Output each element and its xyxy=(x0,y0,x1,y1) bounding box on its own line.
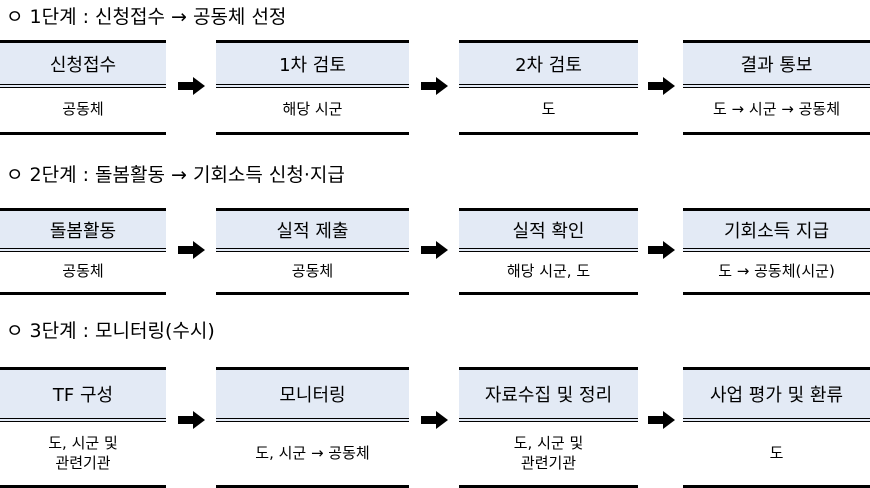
step-header: 실적 확인 xyxy=(459,211,638,252)
step-actor: 해당 시군, 도 xyxy=(506,262,591,281)
step-header: 결과 통보 xyxy=(683,43,870,88)
stage-title: ㅇ 1단계 : 신청접수 → 공동체 선정 xyxy=(6,6,287,28)
step-actor: 공동체 xyxy=(291,262,334,281)
step-header: 1차 검토 xyxy=(216,43,409,88)
arrow-right-icon xyxy=(648,241,675,259)
arrow-right-icon xyxy=(421,77,448,95)
step-actor: 해당 시군 xyxy=(282,100,343,119)
step-header: TF 구성 xyxy=(0,370,166,422)
stage-title: ㅇ 3단계 : 모니터링(수시) xyxy=(6,320,215,342)
step-actor: 공동체 xyxy=(62,262,104,281)
arrow-right-icon xyxy=(421,411,448,429)
step-header: 2차 검토 xyxy=(459,43,638,88)
arrow-right-icon xyxy=(648,411,675,429)
step-header: 사업 평가 및 환류 xyxy=(683,370,870,422)
step-actor: 도 → 시군 → 공동체 xyxy=(712,100,840,119)
step-actor: 도, 시군 → 공동체 xyxy=(255,443,370,462)
step-actor: 도 → 공동체(시군) xyxy=(718,262,835,281)
step-actor: 도 xyxy=(541,100,556,119)
step-actor: 공동체 xyxy=(62,100,104,119)
step-actor: 도, 시군 및 관련기관 xyxy=(513,434,584,472)
step-header: 돌봄활동 xyxy=(0,211,166,252)
step-header: 신청접수 xyxy=(0,43,166,88)
arrow-right-icon xyxy=(178,77,205,95)
step-actor: 도 xyxy=(769,443,784,462)
step-header: 모니터링 xyxy=(216,370,409,422)
step-header: 자료수집 및 정리 xyxy=(459,370,638,422)
stage-title: ㅇ 2단계 : 돌봄활동 → 기회소득 신청·지급 xyxy=(6,164,345,186)
arrow-right-icon xyxy=(421,241,448,259)
arrow-right-icon xyxy=(648,77,675,95)
step-header: 실적 제출 xyxy=(216,211,409,252)
step-header: 기회소득 지급 xyxy=(683,211,870,252)
arrow-right-icon xyxy=(178,411,205,429)
arrow-right-icon xyxy=(178,241,205,259)
step-actor: 도, 시군 및 관련기관 xyxy=(48,434,118,472)
